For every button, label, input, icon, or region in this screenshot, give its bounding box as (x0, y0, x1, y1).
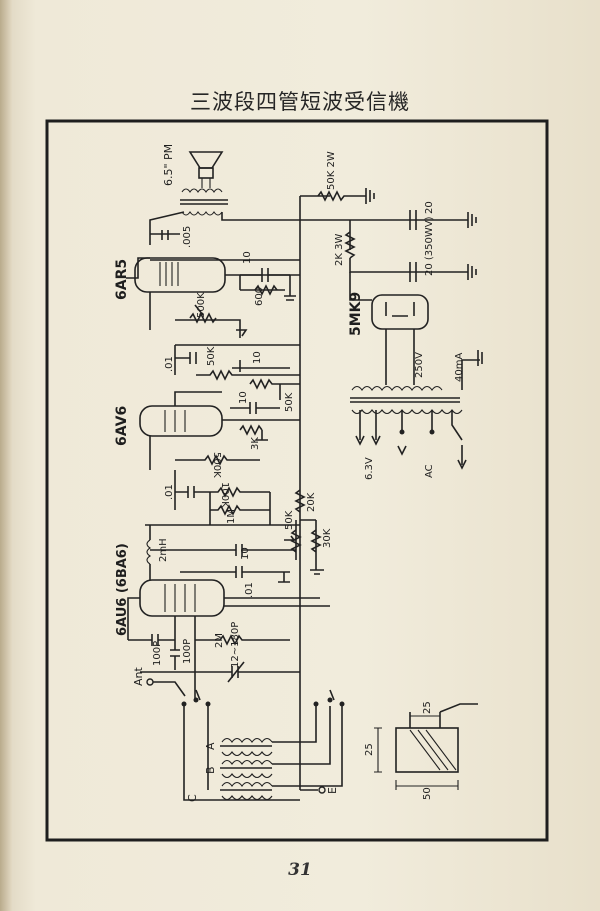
label-r-50k-a: 50K (206, 346, 217, 366)
capacitor-01-c (180, 566, 290, 583)
resistor-100k (210, 486, 270, 498)
label-dim-side: 25 (364, 743, 375, 756)
label-r-50k-2w: 50K 2W (326, 151, 337, 190)
resistor-2m (195, 634, 290, 646)
page-number: 31 (288, 860, 312, 880)
tube-5mk9 (349, 272, 429, 385)
antenna-terminal (146, 678, 186, 697)
label-c-10-b: 10 (238, 391, 249, 404)
variable-capacitor-12-180p (140, 661, 300, 683)
resistor-500k (175, 454, 260, 466)
label-c-100p-b: 100P (182, 639, 193, 664)
resistor-20k (294, 489, 306, 513)
tube-6au6 (127, 579, 330, 700)
speaker-symbol (188, 151, 224, 188)
label-speaker: 6.5" PM (162, 144, 175, 186)
label-r-100k: 100K (219, 482, 230, 508)
choke-2mh (146, 525, 151, 580)
capacitor-01-a (175, 352, 197, 364)
capacitor-10-output (240, 268, 290, 282)
label-tube-6au6: 6AU6 (6BA6) (115, 543, 130, 636)
coil-band-b (220, 759, 273, 779)
label-earth: E (326, 787, 339, 794)
coil-band-a (220, 737, 273, 757)
capacitor-100p-b (170, 640, 180, 670)
label-c-10-output: 10 (242, 251, 253, 264)
diagram-frame (45, 119, 549, 842)
resistor-3k (239, 424, 268, 441)
label-c-01-b: .01 (164, 484, 175, 500)
label-band-a: A (204, 742, 217, 750)
label-r-3k: 3K (250, 437, 261, 450)
capacitor-20-b (409, 262, 477, 282)
capacitor-10-b (230, 402, 280, 414)
capacitor-01-b (175, 486, 210, 498)
label-vc-12-180p: 12~180P (230, 622, 241, 668)
label-c-10-a: 10 (252, 351, 263, 364)
coil-band-c (220, 781, 273, 801)
output-transformer (149, 188, 300, 245)
label-transformer-40ma: 40mA (454, 353, 465, 382)
label-tube-5mk9: 5MK9 (348, 292, 364, 336)
book-spine (0, 0, 12, 911)
label-c-100p-a: 100P (152, 641, 163, 666)
coil-form-drawing (374, 703, 478, 790)
label-c-20b: 20 (350WV) (424, 216, 435, 276)
label-pot-500k: 500K (196, 292, 207, 318)
label-band-b: B (204, 766, 217, 774)
label-r-2k-3w: 2K 3W (334, 234, 345, 266)
label-c-01-c: .01 (244, 582, 255, 598)
label-tube-6av6: 6AV6 (114, 406, 130, 446)
resistor-50k-a (196, 369, 300, 381)
label-band-c: C (186, 794, 199, 802)
capacitor-20-a (409, 210, 477, 230)
capacitor-10-c (150, 544, 296, 556)
page-title: 三波段四管短波受信機 (190, 90, 410, 114)
label-pot-50k: 50K (284, 510, 295, 530)
label-c-005: .005 (182, 226, 193, 248)
pot-500k (175, 304, 248, 338)
label-c-01-a: .01 (164, 356, 175, 372)
label-r-600: 600 (254, 287, 265, 306)
capacitor-100p-a (128, 634, 175, 646)
label-transformer-250v: 250V (414, 352, 425, 378)
earth-terminal (300, 786, 326, 794)
tube-6ar5 (126, 257, 300, 330)
label-r-2m: 2M (214, 633, 225, 648)
label-r-50k-b: 50K (284, 392, 295, 412)
label-r-30k: 30K (322, 528, 333, 548)
label-dim-top: 25 (422, 701, 433, 714)
label-choke-2mh: 2mH (158, 538, 169, 562)
resistor-30k (300, 519, 324, 575)
label-r-1m: 1M (226, 509, 237, 524)
tube-6av6 (139, 391, 300, 470)
label-c-10-c: 10 (240, 547, 251, 560)
label-dim-bottom: 50 (422, 787, 433, 800)
power-transformer (350, 350, 483, 470)
label-r-20k: 20K (306, 492, 317, 512)
resistor-50k-b (249, 378, 300, 400)
resistor-2k-3w (344, 231, 356, 259)
capacitor-005 (150, 230, 180, 240)
label-r-500k: 500K (211, 452, 222, 478)
label-c-20a: 20 (424, 201, 435, 214)
band-switch (181, 689, 345, 707)
resistor-600 (254, 275, 296, 301)
label-ac: AC (424, 464, 435, 478)
label-tube-6ar5: 6AR5 (114, 259, 130, 300)
pot-50k (284, 520, 302, 560)
resistor-1m (209, 492, 271, 525)
label-heater-6-3v: 6.3V (364, 457, 375, 480)
capacitor-10-a (232, 360, 290, 372)
label-antenna: Ant (132, 667, 145, 686)
resistor-50k-2w (317, 188, 375, 204)
